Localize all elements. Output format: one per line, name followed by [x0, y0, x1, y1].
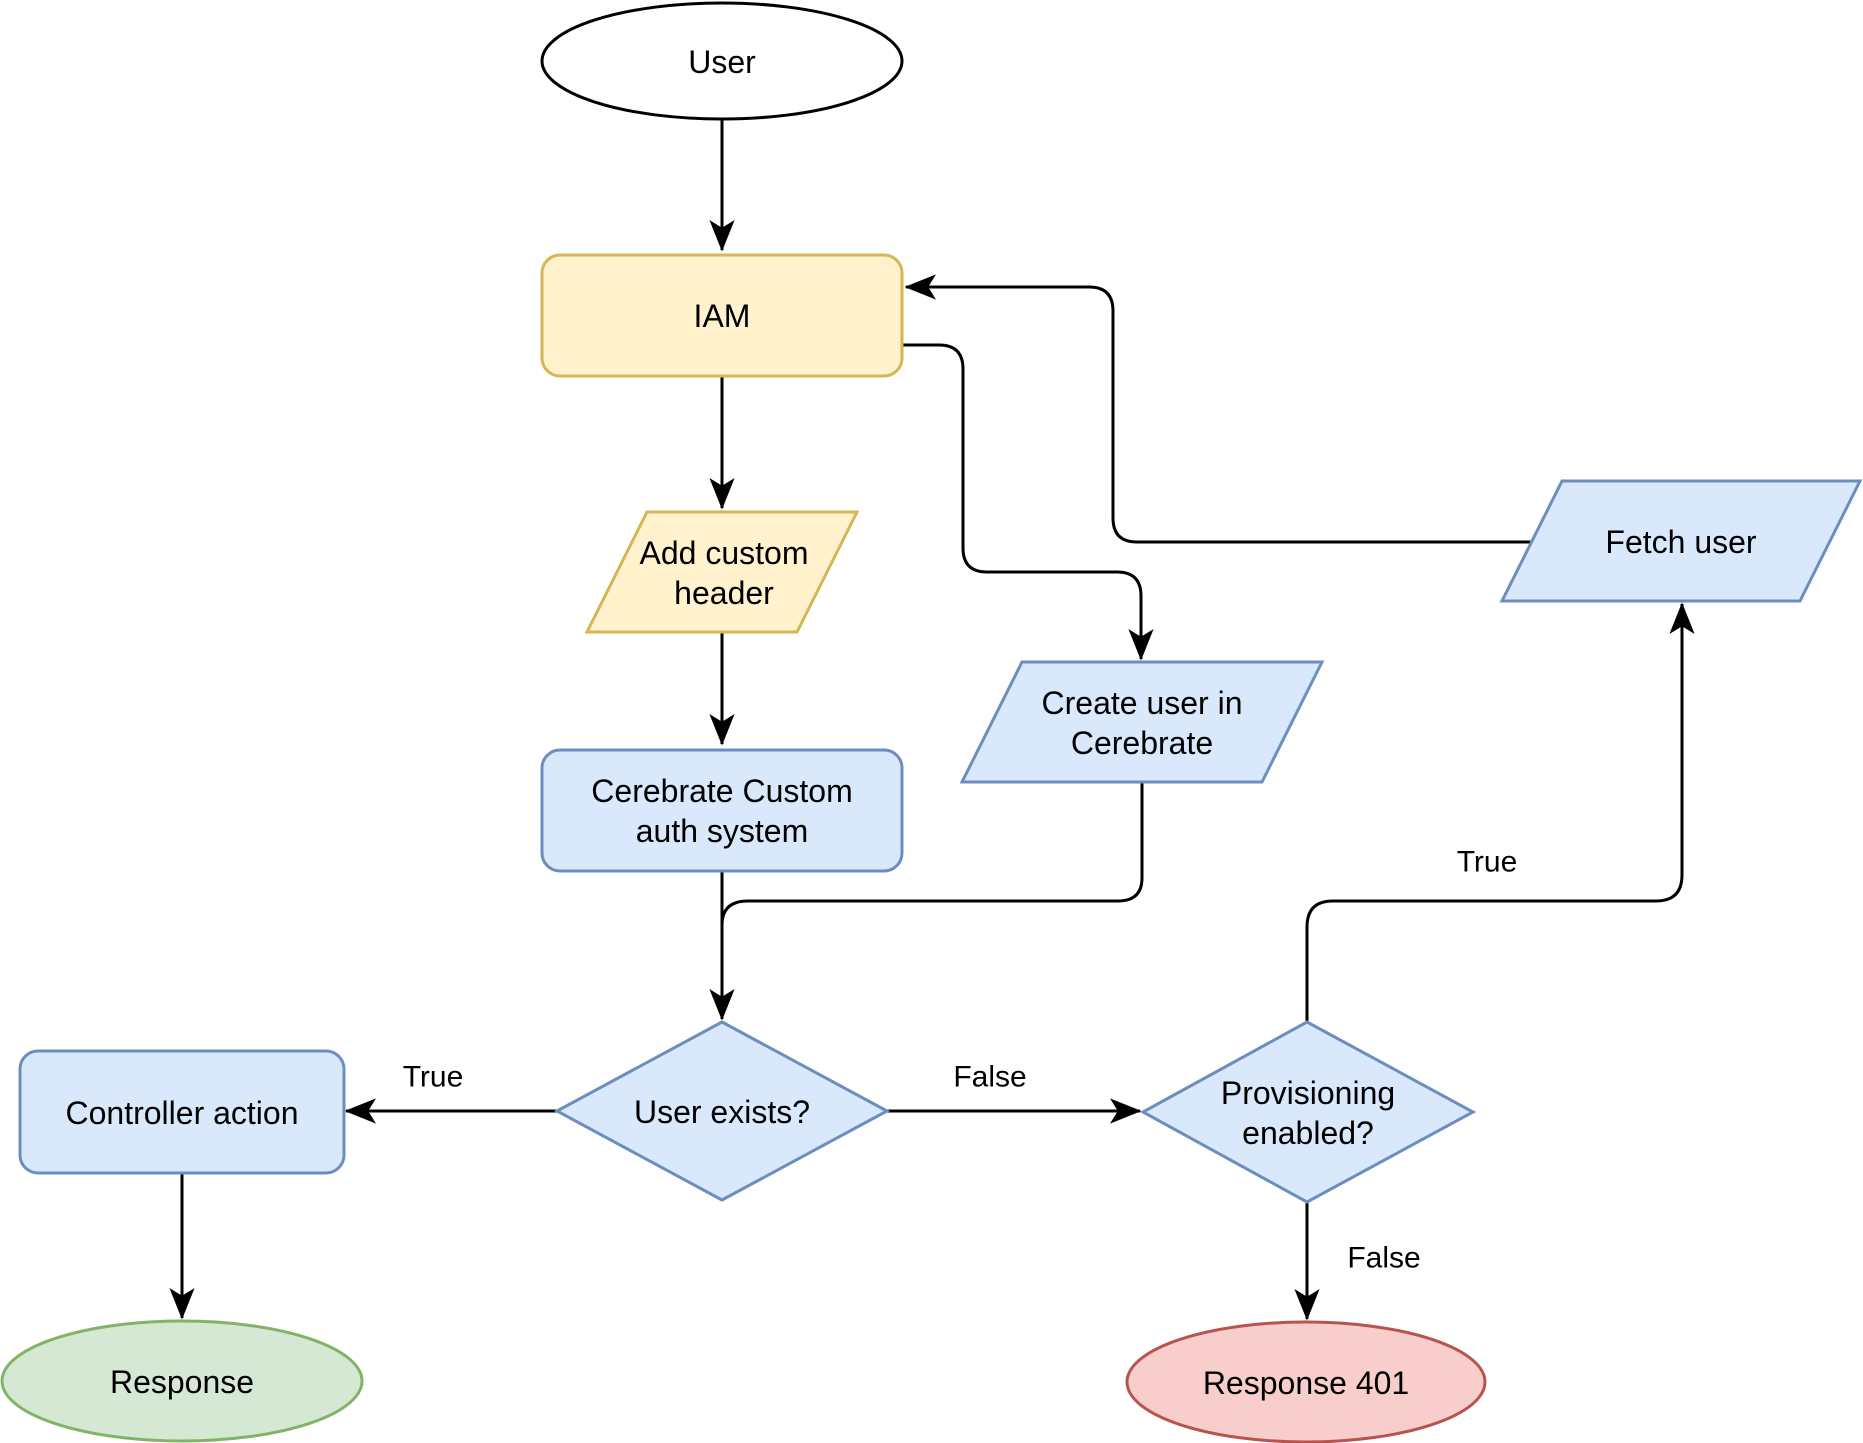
node-fetch-user: Fetch user — [1499, 479, 1863, 603]
fetch-user-label: Fetch user — [1605, 524, 1757, 560]
create-user-label-line1: Create user in — [1042, 685, 1243, 721]
iam-label: IAM — [694, 298, 751, 334]
edge-create-user-return — [720, 782, 1144, 926]
node-cerebrate-auth: Cerebrate Custom auth system — [540, 748, 904, 873]
user-exists-diamond — [553, 1020, 891, 1202]
user-ellipse — [540, 1, 904, 121]
provisioning-enabled-label-line1: Provisioning — [1221, 1075, 1395, 1111]
create-user-parallelogram — [959, 660, 1325, 784]
response-ellipse — [0, 1319, 364, 1443]
response-401-ellipse — [1125, 1320, 1487, 1443]
node-user-exists: User exists? — [553, 1020, 891, 1202]
cerebrate-auth-label-line2: auth system — [636, 813, 809, 849]
controller-action-box — [18, 1049, 346, 1175]
add-custom-header-parallelogram — [584, 510, 860, 634]
fetch-user-parallelogram — [1499, 479, 1863, 603]
node-add-custom-header: Add custom header — [584, 510, 860, 634]
node-controller-action: Controller action — [18, 1049, 346, 1175]
response-label: Response — [110, 1364, 254, 1400]
edge-provisioning-true-to-fetch-user — [1305, 602, 1695, 1022]
user-label: User — [688, 44, 756, 80]
user-exists-label: User exists? — [634, 1094, 810, 1130]
add-custom-header-label-line1: Add custom — [640, 535, 809, 571]
provisioning-enabled-label-line2: enabled? — [1242, 1115, 1374, 1151]
node-create-user: Create user in Cerebrate — [959, 660, 1325, 784]
edge-label-false-middle: False — [953, 1061, 1026, 1094]
edge-label-true-left: True — [403, 1061, 464, 1094]
response-401-label: Response 401 — [1203, 1365, 1409, 1401]
create-user-label-line2: Cerebrate — [1071, 725, 1213, 761]
edge-label-false-bottom: False — [1347, 1242, 1420, 1275]
node-iam: IAM — [540, 253, 904, 378]
add-custom-header-label-line2: header — [674, 575, 774, 611]
node-provisioning-enabled: Provisioning enabled? — [1139, 1020, 1477, 1204]
edge-labels: True False True False — [403, 846, 1518, 1275]
cerebrate-auth-box — [540, 748, 904, 873]
node-user: User — [540, 1, 904, 121]
edge-iam-to-create-user — [902, 343, 1154, 661]
cerebrate-auth-label-line1: Cerebrate Custom — [591, 773, 852, 809]
iam-box — [540, 253, 904, 378]
edge-fetch-user-to-iam — [904, 274, 1532, 544]
node-response-401: Response 401 — [1125, 1320, 1487, 1443]
controller-action-label: Controller action — [66, 1095, 299, 1131]
provisioning-enabled-diamond — [1139, 1020, 1477, 1204]
edges — [169, 120, 1695, 1321]
node-response: Response — [0, 1319, 364, 1443]
edge-label-true-right: True — [1457, 846, 1518, 879]
